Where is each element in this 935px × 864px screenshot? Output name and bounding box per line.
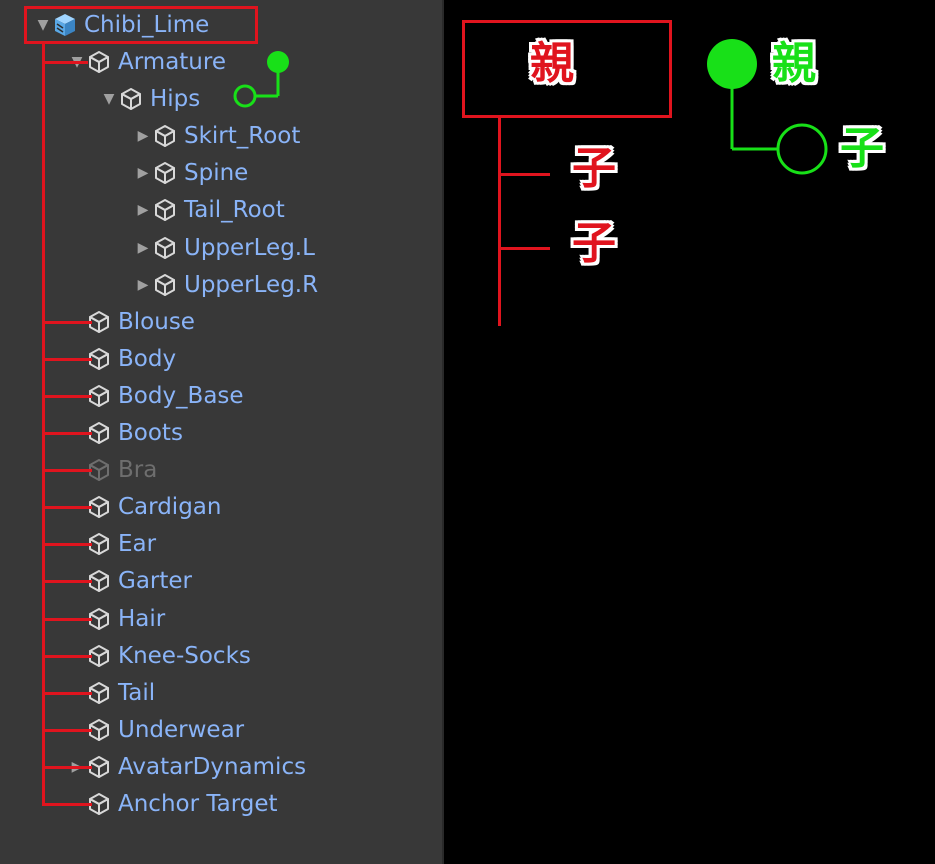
- gameobject-cube-icon: [152, 123, 178, 149]
- hierarchy-row[interactable]: ▶ Cardigan: [68, 492, 221, 522]
- collapse-arrow-icon[interactable]: ▶: [137, 165, 149, 182]
- parent-branch-line: [42, 543, 92, 547]
- hierarchy-row[interactable]: ▶ Body_Base: [68, 381, 244, 411]
- hierarchy-row[interactable]: ▶ UpperLeg.R: [134, 270, 318, 300]
- hierarchy-item-label: Blouse: [118, 308, 195, 335]
- hierarchy-row[interactable]: ▶ Anchor Target: [68, 789, 278, 819]
- expand-arrow-icon[interactable]: ▼: [103, 91, 115, 108]
- parent-branch-line: [42, 803, 92, 806]
- hierarchy-item-label: Tail_Root: [184, 197, 285, 224]
- hierarchy-item-label: Knee-Socks: [118, 642, 251, 669]
- gameobject-cube-icon: [152, 272, 178, 298]
- root-label: Chibi_Lime: [84, 12, 210, 38]
- hierarchy-row[interactable]: ▶ Hair: [68, 604, 165, 634]
- collapse-arrow-icon[interactable]: ▶: [137, 239, 149, 256]
- legend-branch-2: [498, 247, 550, 250]
- hierarchy-item-label: Underwear: [118, 716, 245, 743]
- parent-branch-line: [42, 617, 92, 621]
- parent-vertical-line: [42, 44, 45, 806]
- parent-branch-line: [42, 469, 92, 473]
- hierarchy-item-label: Boots: [118, 420, 183, 446]
- collapse-arrow-icon[interactable]: ▶: [137, 276, 149, 293]
- parent-branch-line: [42, 506, 92, 510]
- hierarchy-item-label: Ear: [118, 531, 157, 558]
- hierarchy-item-label: Body: [118, 345, 177, 372]
- hierarchy-row[interactable]: ▶ Spine: [134, 158, 249, 188]
- prefab-icon: [52, 12, 78, 38]
- hierarchy-row[interactable]: ▶ Garter: [68, 566, 192, 596]
- gameobject-cube-icon: [118, 86, 144, 112]
- parent-branch-line: [42, 654, 92, 658]
- green-parent-child-marker: [233, 51, 289, 108]
- hierarchy-row[interactable]: ▶ Body: [68, 344, 176, 374]
- hierarchy-row[interactable]: ▶ Tail_Root: [134, 195, 285, 225]
- legend-parent-box: [462, 20, 672, 118]
- hierarchy-row[interactable]: ▶ Blouse: [68, 307, 195, 337]
- collapse-arrow-icon[interactable]: ▶: [137, 128, 149, 145]
- hierarchy-row[interactable]: ▶ Underwear: [68, 715, 244, 745]
- gameobject-cube-icon: [152, 197, 178, 223]
- panel-divider: [442, 0, 444, 864]
- collapse-arrow-icon[interactable]: ▶: [137, 202, 149, 219]
- hierarchy-row[interactable]: ▶ Skirt_Root: [134, 121, 301, 151]
- hierarchy-row[interactable]: ▼ Hips: [100, 84, 201, 114]
- hierarchy-item-label: AvatarDynamics: [118, 753, 307, 780]
- legend-child-text-1: 子: [572, 143, 616, 194]
- parent-branch-line: [42, 357, 92, 361]
- legend-branch-1: [498, 173, 550, 176]
- hierarchy-item-label: Bra: [118, 457, 158, 484]
- hierarchy-item-label: Skirt_Root: [184, 123, 301, 150]
- parent-branch-line: [42, 432, 92, 435]
- parent-branch-line: [42, 61, 88, 64]
- hierarchy-item-label: UpperLeg.L: [184, 234, 315, 261]
- hierarchy-item-label: Armature: [118, 49, 226, 75]
- green-legend-child-text: 子: [840, 123, 884, 174]
- legend-child-text-2: 子: [572, 218, 616, 269]
- hierarchy-item-label: Garter: [118, 568, 192, 595]
- hierarchy-item-label: Spine: [184, 160, 249, 187]
- parent-branch-line: [42, 580, 92, 584]
- hierarchy-item-label: Hair: [118, 605, 166, 632]
- hierarchy-item-label: Anchor Target: [118, 791, 278, 817]
- parent-branch-line: [42, 394, 92, 398]
- hierarchy-row[interactable]: ▶ Ear: [68, 529, 156, 559]
- green-legend-diagram: [707, 39, 828, 175]
- green-legend-parent-text: 親: [772, 38, 816, 89]
- hierarchy-row[interactable]: ▶ Knee-Socks: [68, 641, 251, 671]
- hierarchy-item-label: Body_Base: [118, 382, 244, 409]
- hierarchy-item-label: Hips: [150, 86, 201, 113]
- parent-branch-line: [42, 691, 92, 695]
- hierarchy-row[interactable]: ▶ AvatarDynamics: [68, 752, 306, 782]
- gameobject-cube-icon: [152, 160, 178, 186]
- expand-arrow-icon[interactable]: ▼: [37, 17, 49, 33]
- hierarchy-item-label: Tail: [118, 679, 156, 706]
- parent-branch-line: [42, 765, 92, 769]
- hierarchy-row[interactable]: ▶ Boots: [68, 418, 183, 448]
- hierarchy-item-label: UpperLeg.R: [184, 271, 319, 298]
- legend-parent-text: 親: [530, 38, 574, 89]
- gameobject-cube-icon: [86, 49, 112, 75]
- legend-vertical-line: [498, 118, 501, 326]
- hierarchy-row[interactable]: ▶ UpperLeg.L: [134, 233, 315, 263]
- hierarchy-item-label: Cardigan: [118, 494, 222, 521]
- gameobject-cube-icon: [152, 235, 178, 261]
- parent-branch-line: [42, 320, 92, 324]
- parent-branch-line: [42, 728, 92, 732]
- root-highlight-box: [24, 6, 258, 44]
- hierarchy-row[interactable]: ▼ Armature: [68, 47, 226, 77]
- hierarchy-row[interactable]: ▶ Tail: [68, 678, 155, 708]
- hierarchy-root-row[interactable]: ▼ Chibi_Lime: [34, 10, 210, 40]
